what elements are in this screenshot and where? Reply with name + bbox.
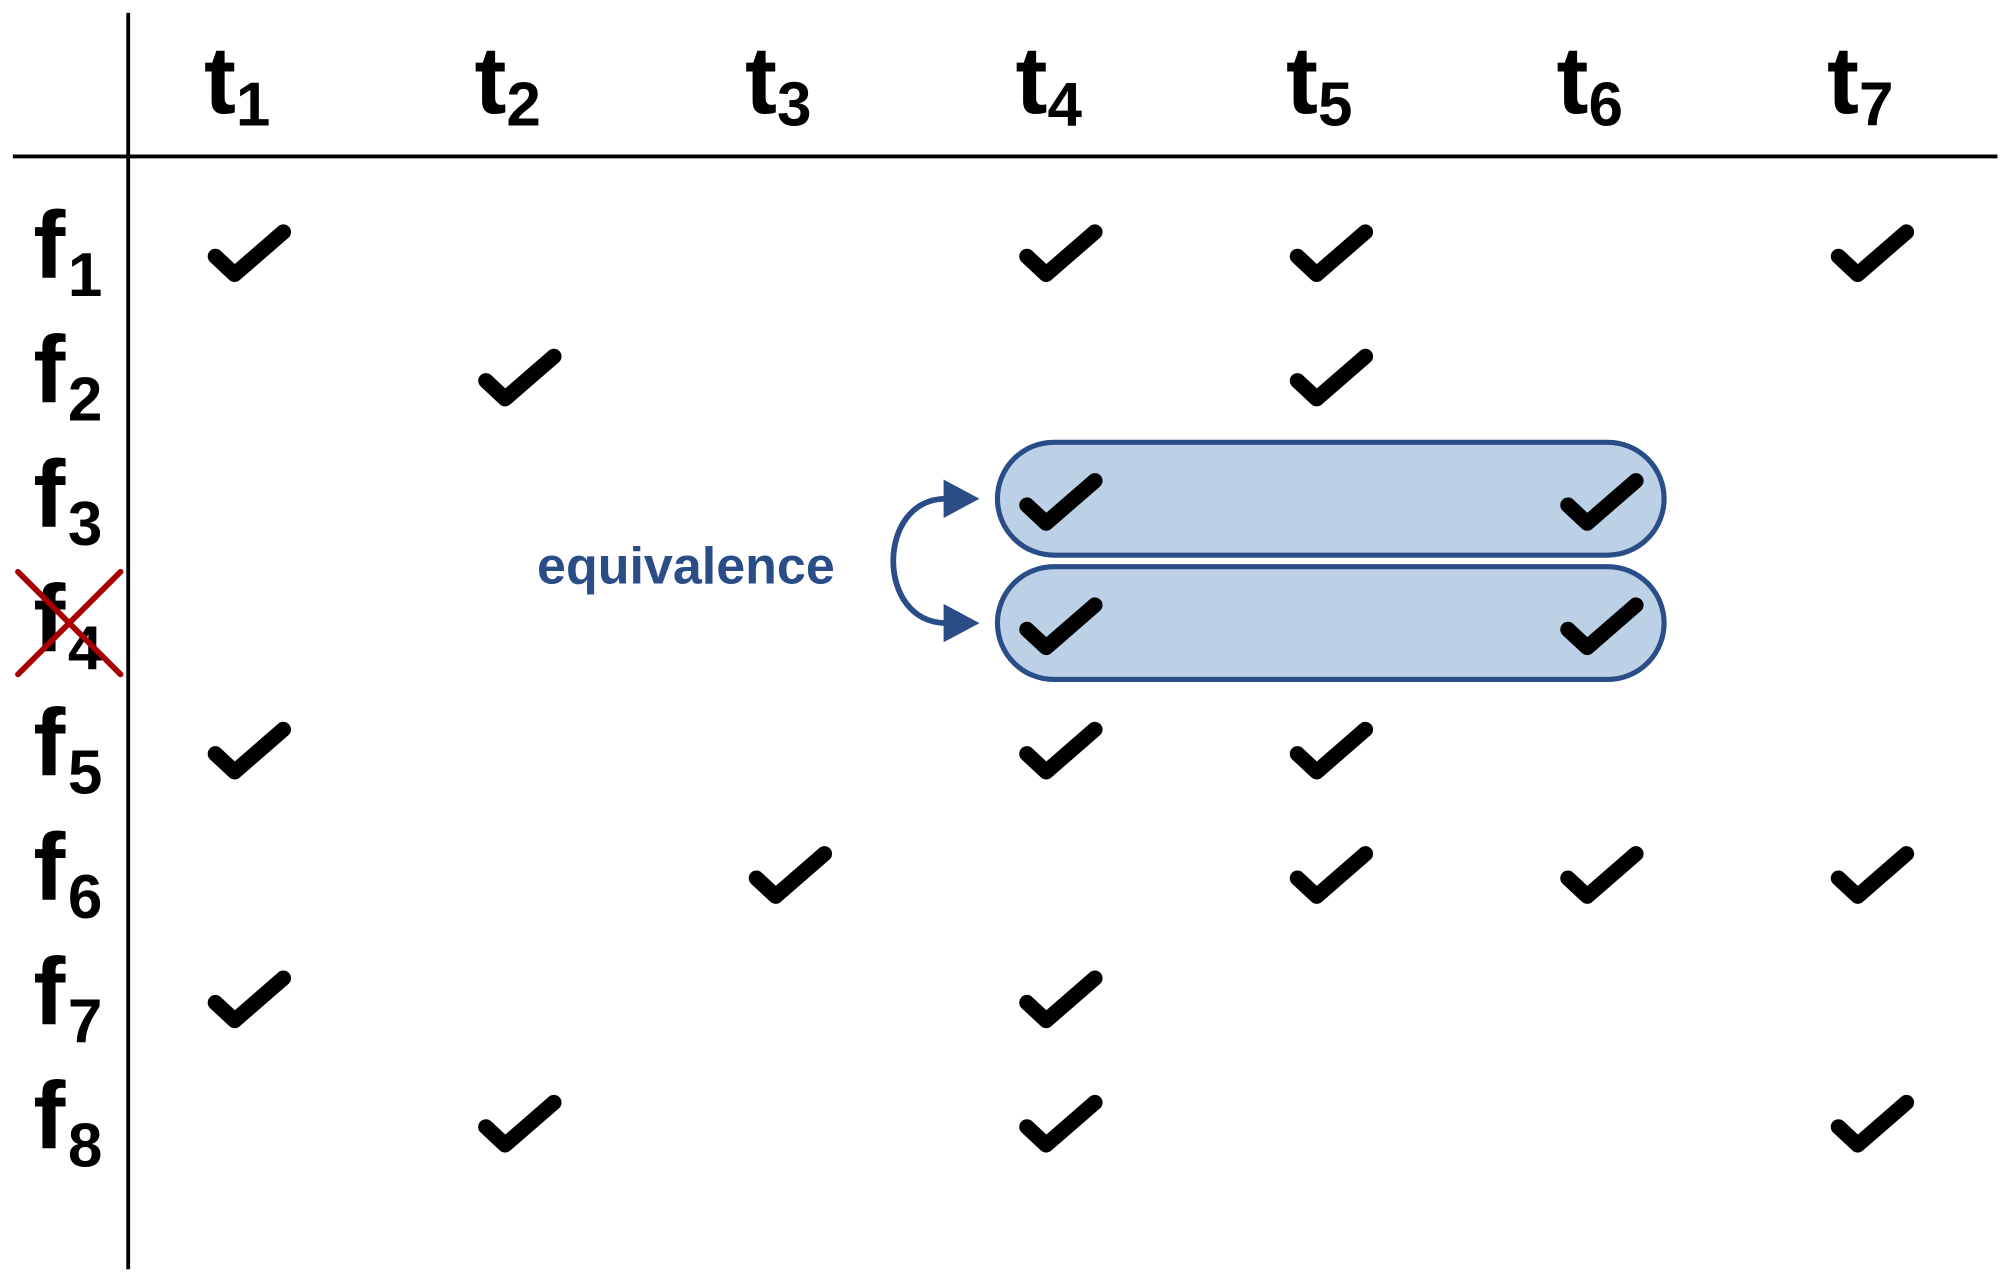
check-mark-f8-t2 xyxy=(478,1094,562,1153)
row-header-main: f xyxy=(33,192,66,299)
check-mark-f2-t2 xyxy=(478,348,562,407)
check-mark-f7-t1 xyxy=(207,970,292,1029)
row-header-f3: f3 xyxy=(33,441,102,559)
check-mark-f5-t1 xyxy=(207,721,292,780)
column-header-t5: t5 xyxy=(1286,27,1352,140)
equivalence-annotation: equivalence xyxy=(537,479,980,643)
column-header-t6: t6 xyxy=(1557,27,1623,140)
row-header-sub: 3 xyxy=(68,490,102,559)
arrowhead-icon-1 xyxy=(943,479,980,518)
column-header-main: t xyxy=(204,27,236,134)
check-mark-f5-t5 xyxy=(1289,721,1374,780)
check-mark-f4-t6 xyxy=(1560,597,1644,656)
check-marks xyxy=(207,224,1915,1153)
check-mark-f8-t4 xyxy=(1019,1094,1103,1153)
row-header-main: f xyxy=(33,1063,66,1170)
row-header-sub: 7 xyxy=(68,987,102,1056)
column-header-sub: 6 xyxy=(1588,71,1622,140)
column-header-sub: 3 xyxy=(777,71,811,140)
column-header-main: t xyxy=(1286,27,1318,134)
column-header-t3: t3 xyxy=(745,27,811,140)
row-header-sub: 2 xyxy=(68,366,102,435)
arrowhead-icon-2 xyxy=(943,603,980,643)
row-header-f1: f1 xyxy=(33,192,102,310)
column-header-t2: t2 xyxy=(474,27,540,140)
equivalence-band-f3 xyxy=(994,439,1667,558)
row-header-sub: 5 xyxy=(68,739,102,808)
removed-marks xyxy=(15,568,124,678)
row-header-f8: f8 xyxy=(33,1063,102,1181)
column-header-t1: t1 xyxy=(204,27,270,140)
check-mark-f3-t6 xyxy=(1560,473,1644,531)
row-header-main: f xyxy=(33,690,66,797)
equivalence-arc xyxy=(890,495,947,626)
column-header-main: t xyxy=(1015,27,1047,134)
check-mark-f3-t4 xyxy=(1019,473,1103,531)
row-header-sub: 1 xyxy=(68,241,102,310)
equivalence-label: equivalence xyxy=(537,537,835,595)
check-mark-f6-t3 xyxy=(748,846,833,904)
column-header-main: t xyxy=(1827,27,1859,134)
row-header-f7: f7 xyxy=(33,938,102,1056)
equivalence-band-f4 xyxy=(994,564,1667,683)
check-mark-f4-t4 xyxy=(1019,597,1103,656)
column-header-main: t xyxy=(1557,27,1589,134)
check-mark-f1-t5 xyxy=(1289,224,1374,283)
column-header-t7: t7 xyxy=(1827,27,1893,140)
row-header-main: f xyxy=(33,317,66,424)
column-header-sub: 1 xyxy=(236,71,270,140)
row-header-sub: 8 xyxy=(68,1112,102,1181)
check-mark-f1-t1 xyxy=(207,224,292,283)
row-header-main: f xyxy=(33,814,66,921)
column-header-t4: t4 xyxy=(1015,27,1082,140)
column-header-sub: 4 xyxy=(1047,71,1082,140)
row-header-main: f xyxy=(33,441,66,548)
check-mark-f1-t7 xyxy=(1830,224,1915,283)
check-mark-f6-t7 xyxy=(1830,846,1915,904)
row-header-f5: f5 xyxy=(33,690,102,808)
grid-lines xyxy=(12,12,1998,1270)
column-header-main: t xyxy=(474,27,506,134)
row-header-sub: 6 xyxy=(68,863,102,932)
check-mark-f5-t4 xyxy=(1019,721,1103,780)
check-mark-f6-t5 xyxy=(1289,846,1374,904)
check-mark-f1-t4 xyxy=(1019,224,1103,283)
column-header-sub: 7 xyxy=(1859,71,1893,140)
row-header-main: f xyxy=(33,938,66,1045)
column-header-sub: 5 xyxy=(1318,71,1352,140)
check-mark-f6-t6 xyxy=(1560,846,1644,904)
check-mark-f2-t5 xyxy=(1289,348,1374,407)
row-header-f6: f6 xyxy=(33,814,102,932)
row-header-f2: f2 xyxy=(33,317,102,435)
column-header-sub: 2 xyxy=(506,71,540,140)
check-mark-f8-t7 xyxy=(1830,1094,1915,1153)
check-mark-f7-t4 xyxy=(1019,970,1103,1029)
column-header-main: t xyxy=(745,27,777,134)
removed-x-icon-stroke-2 xyxy=(15,568,124,678)
equivalence-highlight xyxy=(994,439,1667,683)
